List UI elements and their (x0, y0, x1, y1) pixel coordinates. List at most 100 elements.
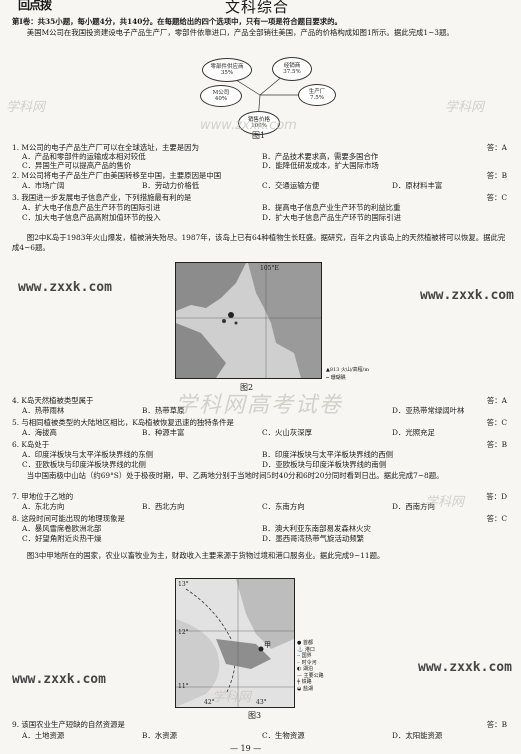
figure-3-place-label: 甲 (264, 641, 271, 649)
watermark-brand: 学科网 (425, 495, 465, 510)
question-3: 3. 我国进一步发展电子信息产业，下列措施最有利的是 (12, 193, 192, 202)
bubble-m-company: M公司 40% (200, 85, 242, 107)
bubble-dealer: 经销商 37.5% (272, 57, 312, 81)
answer-8: 答：C (486, 514, 507, 523)
intro-1: 美国M公司在我国投资建设电子产品生产厂，零部件依靠进口，产品全部销往美国，产品的… (26, 28, 454, 37)
answer-7: 答：D (486, 492, 507, 501)
legend-salt-lake: ◒ 盐湖 (297, 685, 313, 692)
legend-label: 时令河 (301, 659, 317, 666)
question-4: 4. K岛天然植被类型属于 (12, 396, 94, 405)
bubble-center-text: M公司 40% (212, 89, 230, 102)
option: D．原材料丰富 (392, 181, 443, 190)
option: C．好望角附近炎热干燥 (22, 534, 102, 543)
bubble-parts-supplier: 零部件供应商 35% (202, 58, 252, 82)
option: B．澳大利亚东南部易发森林火灾 (262, 524, 371, 533)
figure-3-legend: ● 首都 ⚓ 港口 ╌ 国界 ┈ 时令河 ◐ 湖泊 — 主要公路 ╪ 铁路 ◒ … (297, 640, 324, 692)
bubble-factory: 生产厂 7.5% (298, 84, 336, 106)
figure-3-lat-label: 11° (178, 683, 189, 690)
legend-railway: ╪ 铁路 (297, 679, 312, 685)
bubble-label: 经销商 (283, 62, 301, 69)
question-6: 6. K岛处于 (12, 440, 50, 449)
figure-2-legend-reef: ┅ 珊瑚礁 (326, 375, 346, 381)
figure-2-lon-label: 105°E (260, 265, 279, 272)
answer-2: 答：B (486, 171, 507, 180)
question-9: 9. 该国农业生产短缺的自然资源是 (12, 720, 125, 729)
figure-2-drawing (176, 263, 321, 378)
option: A．暴风雪席卷欧洲北部 (22, 524, 102, 533)
watermark-brand: 学科网 (445, 100, 485, 115)
header-tag: 回点拨 (18, 0, 52, 12)
figure-3-lon-label: 43° (256, 699, 267, 706)
watermark-url: www.zxxk.com (420, 288, 514, 303)
answer-1: 答：A (486, 143, 507, 152)
answer-6: 答：B (486, 440, 507, 449)
option: D．西南方向 (392, 502, 435, 511)
legend-label: 主要公路 (303, 672, 324, 679)
legend-label: 港口 (304, 646, 315, 653)
option: A．印度洋板块与太平洋板块界线的东侧 (22, 450, 153, 459)
option: B．水资源 (142, 731, 177, 740)
legend-port: ⚓ 港口 (297, 646, 315, 653)
bubble-value: 100% (251, 123, 267, 129)
bubble-value: 7.5% (310, 95, 324, 101)
watermark-brand-long: 学科网高考试卷 (175, 393, 344, 418)
question-2: 2. M公司将电子产品生产厂由美国转移至中国，主要原因是中国 (12, 171, 222, 180)
option: C．交通运输方便 (262, 181, 320, 190)
option: B．产品技术要求高，需要多国合作 (262, 152, 379, 161)
question-7: 7. 甲地位于乙地的 (12, 492, 74, 501)
page-number: — 19 — (230, 744, 262, 753)
watermark-url: www.zxxk.com (12, 672, 106, 687)
intro-2: 图2中K岛于1983年火山爆发，植被消失殆尽。1987年，该岛上已有64种植物生… (12, 233, 506, 252)
legend-seasonal-river: ┈ 时令河 (297, 659, 317, 666)
bubble-label: 生产厂 (308, 88, 326, 95)
bubble-label: 零部件供应商 (210, 63, 244, 70)
legend-capital: ● 首都 (297, 640, 313, 646)
legend-label: 珊瑚礁 (330, 375, 346, 381)
option: D．光照充足 (392, 428, 435, 437)
figure-1: M公司 40% 零部件供应商 35% 经销商 37.5% 生产厂 7.5% 销售… (180, 55, 340, 135)
legend-label: 火山/高程/m (341, 367, 370, 373)
option: C．加大电子信息产品高附加值环节的投入 (22, 213, 161, 222)
legend-label: 盐湖 (302, 685, 313, 692)
option: C．东南方向 (262, 502, 305, 511)
bubble-label: 销售价格 (247, 116, 270, 123)
option: A．海拔高 (22, 428, 57, 437)
option: A．市场广阔 (22, 181, 65, 190)
option: A．土地资源 (22, 731, 65, 740)
legend-label: 湖泊 (302, 666, 313, 672)
question-5: 5. 与相同植被类型的大陆地区相比，K岛植被恢复迅速的独特条件是 (12, 418, 234, 427)
legend-label: 铁路 (301, 679, 312, 685)
page-title: 文科综合 (225, 0, 290, 16)
figure-3-lat-label: 13° (178, 581, 189, 588)
answer-9: 答：B (486, 720, 507, 729)
option: D．能降低研发成本，扩大国际市场 (262, 161, 379, 170)
option: B．印度洋板块与太平洋板块界线的西侧 (262, 450, 394, 459)
option: A．扩大电子信息产品生产环节的国际引进 (22, 203, 161, 212)
figure-3-lon-label: 42° (204, 699, 215, 706)
option: D．墨西哥湾热带气旋活动频繁 (262, 534, 365, 543)
intro-3: 当中国南极中山站（约69°S）处于极夜时期，甲、乙两地分别于当地时间5时40分和… (26, 471, 444, 480)
option: A．热带雨林 (22, 406, 65, 415)
legend-label: 首都 (302, 640, 313, 646)
option: D．亚热带常绿阔叶林 (392, 406, 465, 415)
legend-value: 813 (329, 367, 340, 373)
option: A．东北方向 (22, 502, 65, 511)
legend-road: — 主要公路 (297, 672, 324, 679)
figure-3-lat-label: 12° (178, 629, 189, 636)
option: B．种源丰富 (142, 428, 185, 437)
legend-border: ╌ 国界 (297, 653, 312, 659)
option: C．异国生产可以提高产品的售价 (22, 161, 132, 170)
legend-label: 国界 (301, 653, 312, 659)
option: B．提高电子信息产业生产环节的利益比重 (262, 203, 401, 212)
figure-2-legend-volcano: ▲813 火山/高程/m (326, 367, 370, 373)
question-8: 8. 这段时间可能出现的地理现象是 (12, 514, 125, 523)
option: B．劳动力价格低 (142, 181, 200, 190)
option: C．亚欧板块与印度洋板块界线的北侧 (22, 460, 146, 469)
watermark-brand: 学科网 (212, 690, 252, 705)
legend-lake: ◐ 湖泊 (297, 666, 313, 672)
option: D．亚欧板块与印度洋板块界线的南侧 (262, 460, 387, 469)
watermark-brand: 学科网 (6, 100, 46, 115)
watermark-url: www.zxxk.com (200, 118, 297, 133)
answer-5: 答：C (486, 418, 507, 427)
bubble-value: 37.5% (283, 69, 301, 75)
